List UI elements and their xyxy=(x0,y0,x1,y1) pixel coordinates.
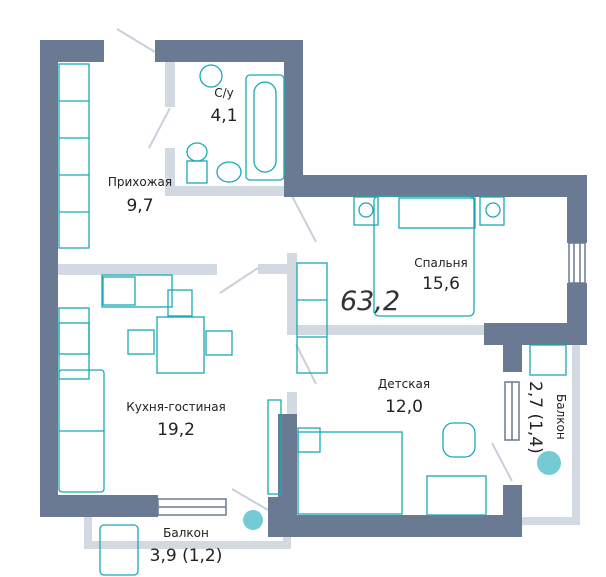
plants xyxy=(243,451,561,530)
room-area-kitchen-living: 19,2 xyxy=(157,420,195,440)
single-bed xyxy=(297,431,403,515)
room-name-kids: Детская xyxy=(377,377,431,391)
room-name-balcony-1: Балкон xyxy=(163,526,209,540)
armchair xyxy=(99,524,139,576)
nightstand-left xyxy=(353,196,379,226)
stove xyxy=(58,307,90,355)
room-name-bathroom: С/у xyxy=(214,86,234,100)
walls xyxy=(40,40,587,537)
door-swings xyxy=(116,28,513,511)
partitions xyxy=(58,62,580,549)
double-bed xyxy=(373,195,475,317)
total-area: 63,2 xyxy=(340,286,401,317)
dining-table xyxy=(156,316,205,374)
room-area-bathroom: 4,1 xyxy=(210,106,238,126)
kitchen-counter xyxy=(101,274,173,308)
wardrobe-bedroom xyxy=(296,262,328,374)
child-nightstand xyxy=(297,427,321,453)
toilet xyxy=(186,142,208,162)
plant-icon xyxy=(243,510,263,530)
room-name-balcony-2: Балкон xyxy=(554,394,568,440)
windows xyxy=(157,242,586,516)
bathtub xyxy=(245,74,285,181)
room-area-balcony-2: 2,7 (1,4) xyxy=(525,381,545,454)
furniture xyxy=(58,63,567,576)
room-area-hall: 9,7 xyxy=(126,196,154,216)
room-area-kids: 12,0 xyxy=(385,397,423,417)
nightstand-right xyxy=(479,196,505,226)
fridge xyxy=(58,322,90,380)
room-area-bedroom: 15,6 xyxy=(422,274,460,294)
sink xyxy=(216,161,242,183)
room-name-bedroom: Спальня xyxy=(414,256,468,270)
balcony-rack xyxy=(529,344,567,376)
plant-icon xyxy=(537,451,561,475)
room-area-balcony-1: 3,9 (1,2) xyxy=(149,546,223,566)
wardrobe-hall xyxy=(58,63,90,249)
desk xyxy=(426,475,487,516)
washing-machine xyxy=(199,64,223,88)
room-name-hall: Прихожая xyxy=(107,175,173,189)
room-name-kitchen-living: Кухня-гостиная xyxy=(126,400,226,414)
tv-stand xyxy=(267,399,282,495)
chair xyxy=(442,422,476,458)
